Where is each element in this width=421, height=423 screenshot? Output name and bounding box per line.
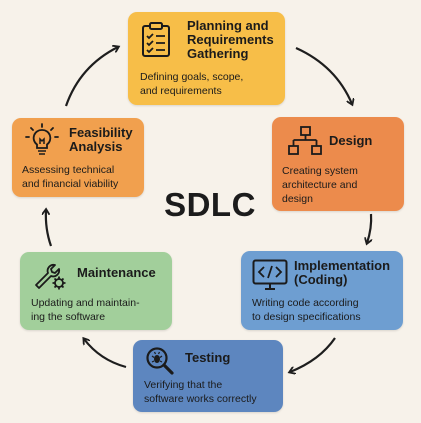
- code-monitor-icon: [252, 259, 288, 290]
- phase-title-planning: Planning and Requirements Gathering: [187, 18, 274, 61]
- diagram-center-title: SDLC: [164, 186, 256, 223]
- phase-title-implementation: Implementation (Coding): [294, 258, 391, 287]
- phase-description-planning: Defining goals, scope, and requirements: [140, 71, 244, 97]
- clipboard-checklist-icon: [142, 22, 170, 57]
- phase-title-feasibility: Feasibility Analysis: [69, 125, 133, 154]
- arrow-testing-to-maintenance: [84, 339, 127, 369]
- phase-card-planning: Planning and Requirements Gathering Defi…: [128, 12, 285, 105]
- flowchart-icon: [288, 126, 322, 155]
- phase-card-testing: Testing Verifying that the software work…: [133, 340, 283, 412]
- wrench-gear-icon: [35, 263, 66, 290]
- arrow-implementation-to-testing: [290, 337, 336, 372]
- lightbulb-icon: [25, 123, 59, 155]
- phase-title-design: Design: [329, 133, 373, 148]
- phase-card-feasibility: Feasibility Analysis Assessing technical…: [12, 118, 144, 197]
- arrow-planning-to-design: [295, 46, 352, 104]
- phase-card-maintenance: Maintenance Updating and maintain- ing t…: [20, 252, 172, 330]
- phase-description-maintenance: Updating and maintain- ing the software: [31, 297, 140, 323]
- phase-title-maintenance: Maintenance: [77, 265, 156, 280]
- bug-magnifier-icon: [146, 347, 174, 375]
- phase-card-design: Design Creating system architecture and …: [272, 117, 404, 211]
- phase-description-feasibility: Assessing technical and financial viabil…: [22, 164, 119, 190]
- arrow-design-to-implementation: [367, 213, 371, 243]
- phase-card-implementation: Implementation (Coding) Writing code acc…: [241, 251, 403, 330]
- phase-description-implementation: Writing code according to design specifi…: [252, 297, 361, 323]
- arrow-maintenance-to-feasibility: [46, 210, 53, 247]
- phase-description-design: Creating system architecture and design: [282, 165, 358, 205]
- phase-title-testing: Testing: [185, 350, 231, 365]
- phase-description-testing: Verifying that the software works correc…: [144, 379, 257, 405]
- arrow-feasibility-to-planning: [64, 47, 118, 107]
